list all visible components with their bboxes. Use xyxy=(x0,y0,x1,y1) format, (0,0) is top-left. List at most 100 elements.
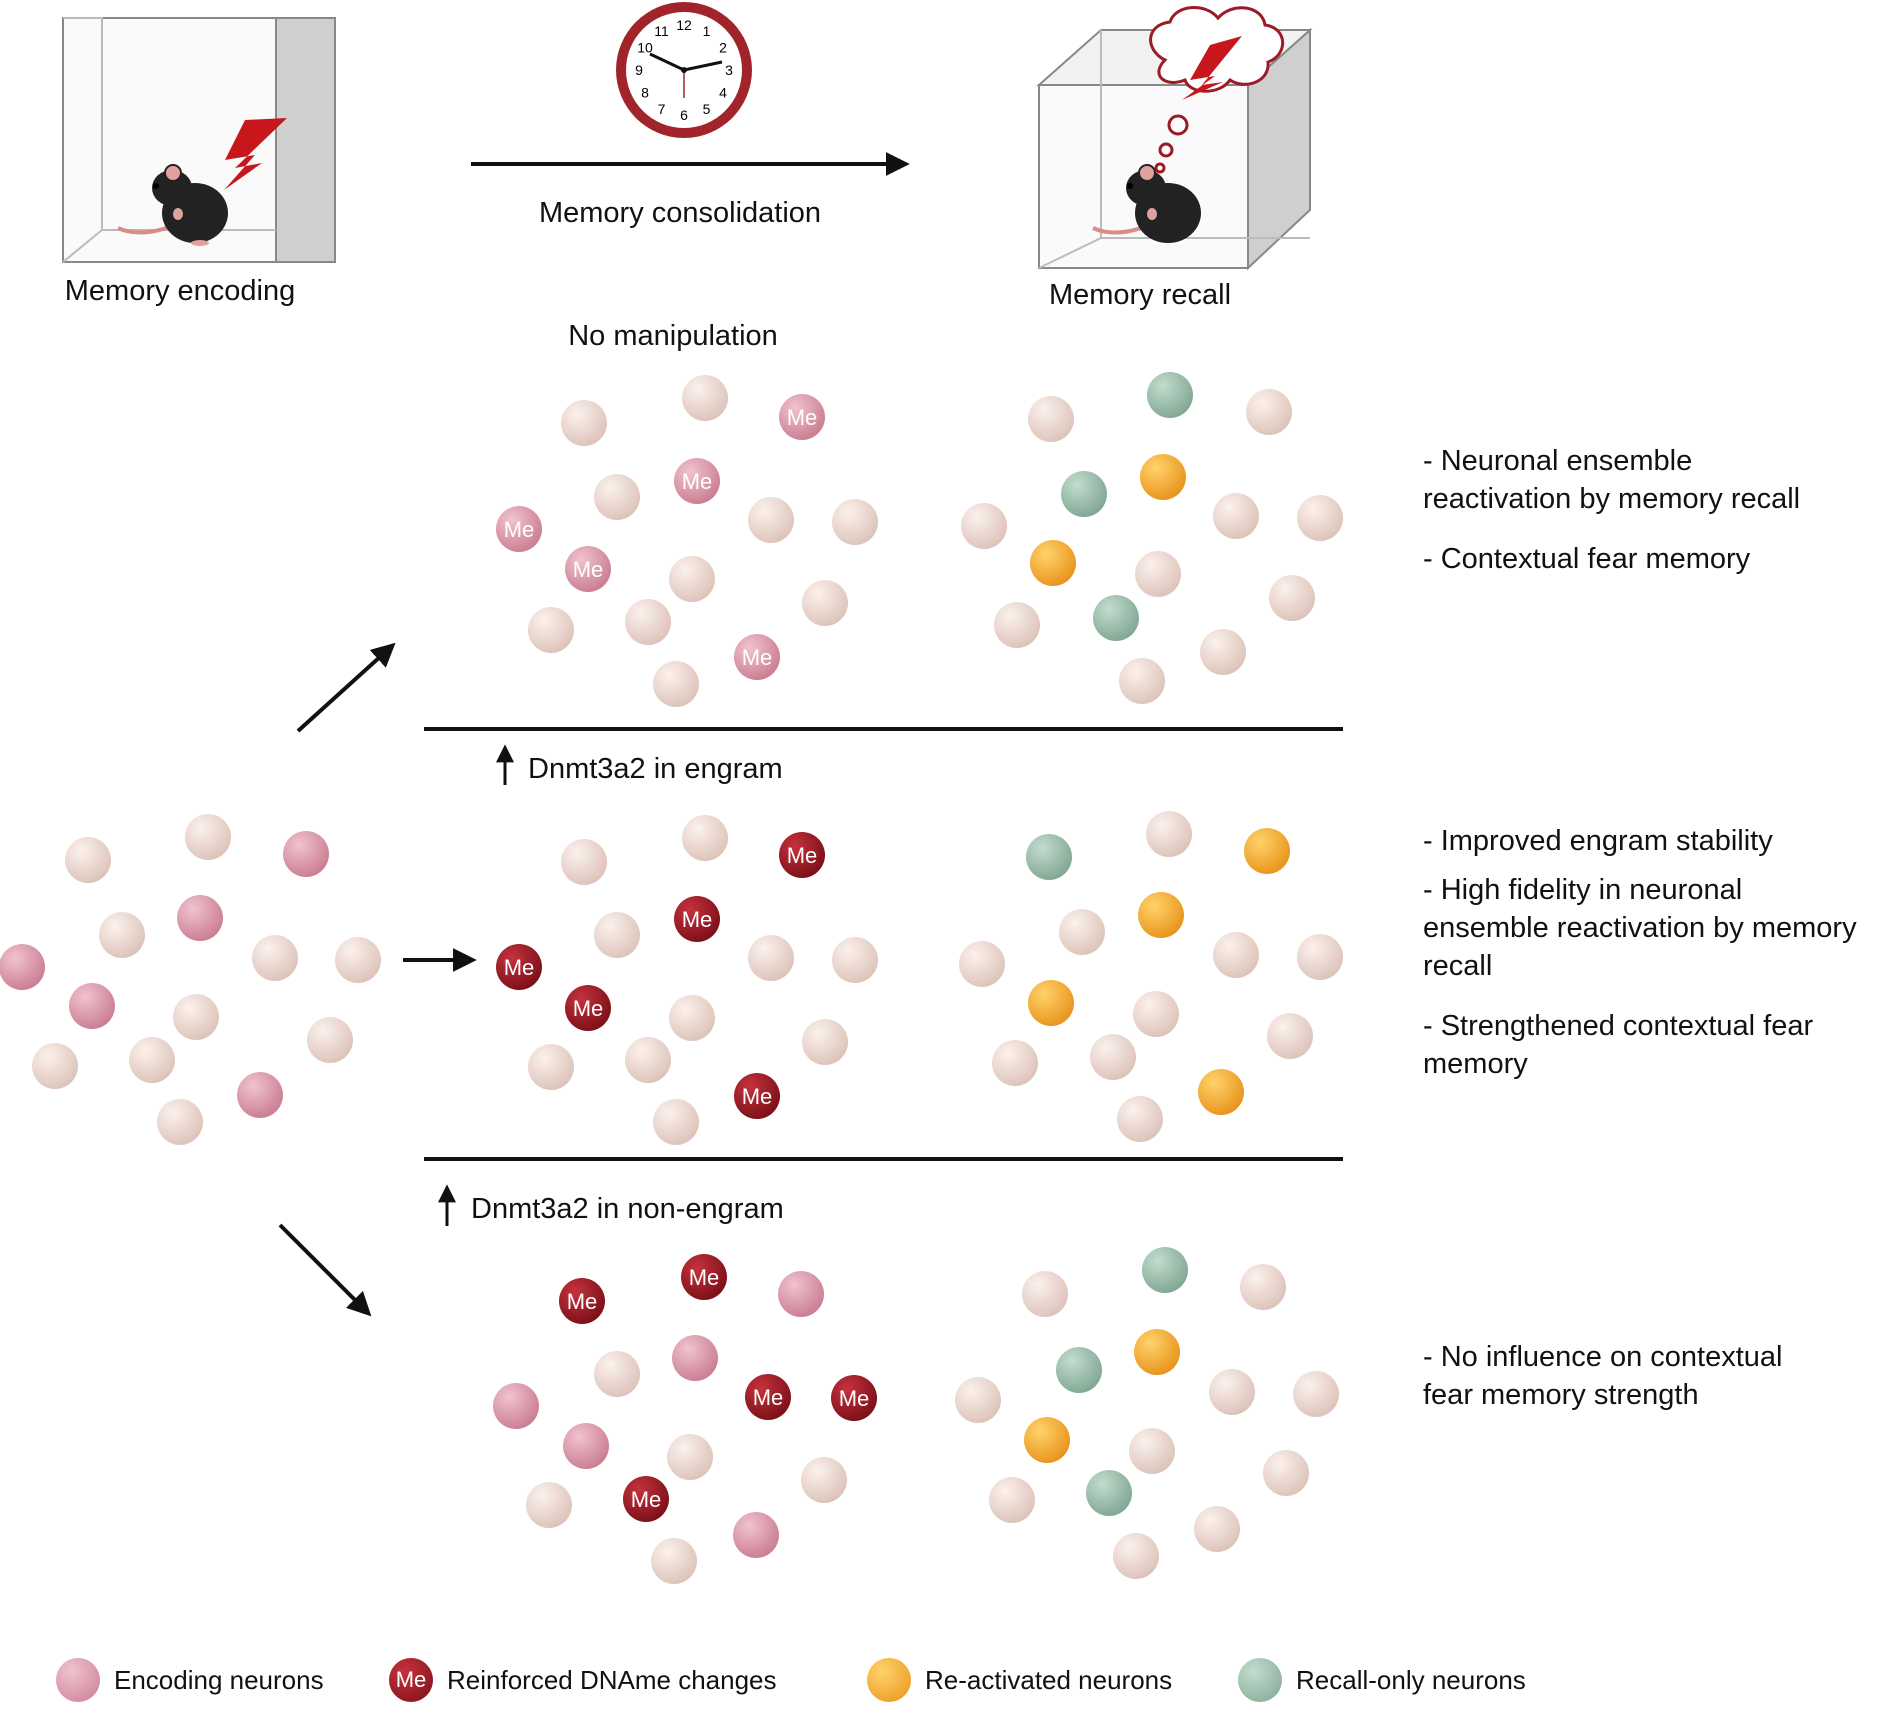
encoding-neuron xyxy=(177,895,223,941)
neuron xyxy=(1269,575,1315,621)
neuron xyxy=(682,375,728,421)
clock-number: 9 xyxy=(635,62,643,78)
neuron xyxy=(594,474,640,520)
me-mark: Me xyxy=(631,1487,662,1512)
neuron xyxy=(594,912,640,958)
neuron xyxy=(1246,389,1292,435)
note-contextual-fear: - Contextual fear memory xyxy=(1423,543,1751,575)
non-engram-label: Dnmt3a2 in non-engram xyxy=(471,1193,784,1225)
neuron xyxy=(307,1017,353,1063)
neuron xyxy=(748,497,794,543)
neuron xyxy=(1263,1450,1309,1496)
clock-number: 11 xyxy=(654,23,669,39)
neuron xyxy=(625,1037,671,1083)
neuron xyxy=(561,400,607,446)
recall-shock-icon xyxy=(1182,36,1242,100)
encoding-shock-icon xyxy=(224,118,287,190)
me-mark: Me xyxy=(787,405,818,430)
neuron xyxy=(1213,493,1259,539)
neuron xyxy=(1146,811,1192,857)
neuron xyxy=(625,599,671,645)
neuron xyxy=(1293,1371,1339,1417)
neuron xyxy=(1135,551,1181,597)
neuron xyxy=(1297,934,1343,980)
recall-only-neuron xyxy=(1061,471,1107,517)
encoding-neuron-me xyxy=(565,546,611,592)
recall-mouse xyxy=(1092,164,1201,243)
legend-dname: Me Reinforced DNAme changes xyxy=(389,1658,777,1702)
encoding-mouse xyxy=(117,164,228,246)
memory-recall-label: Memory recall xyxy=(1048,279,1232,311)
encoding-cage xyxy=(62,17,336,263)
neuron xyxy=(669,995,715,1041)
engram-label: Dnmt3a2 in engram xyxy=(528,753,783,785)
neuron xyxy=(1213,932,1259,978)
dname-neuron xyxy=(565,985,611,1031)
neuron xyxy=(961,503,1007,549)
dname-neuron xyxy=(496,944,542,990)
me-mark: Me xyxy=(787,843,818,868)
dname-neuron xyxy=(831,1375,877,1421)
encoding-neuron xyxy=(283,831,329,877)
reactivated-neuron xyxy=(1028,980,1074,1026)
me-mark: Me xyxy=(504,955,535,980)
encoding-neuron xyxy=(69,983,115,1029)
recall-only-neuron xyxy=(1026,834,1072,880)
reactivated-neuron xyxy=(1030,540,1076,586)
legend-encoding-label: Encoding neurons xyxy=(114,1664,324,1695)
neuron xyxy=(651,1538,697,1584)
reactivated-neuron xyxy=(1134,1329,1180,1375)
note-strengthened: - Strengthened contextual fear memory xyxy=(1423,1010,1814,1080)
reactivated-neuron xyxy=(1198,1069,1244,1115)
legend-reactivated-label: Re-activated neurons xyxy=(925,1664,1173,1695)
clock-number: 1 xyxy=(703,23,711,39)
neuron xyxy=(992,1040,1038,1086)
neuron xyxy=(528,1044,574,1090)
me-mark: Me xyxy=(682,907,713,932)
recall-only-neuron xyxy=(1142,1247,1188,1293)
reactivated-neuron xyxy=(1024,1417,1070,1463)
notes-no-manipulation: - Neuronal ensemble reactivation by memo… xyxy=(1423,442,1893,578)
neuron xyxy=(1194,1506,1240,1552)
encoding-neuron-me xyxy=(674,458,720,504)
neuron xyxy=(802,580,848,626)
recall-only-neuron xyxy=(1086,1470,1132,1516)
encoding-neuron-me xyxy=(734,634,780,680)
neuron xyxy=(1028,396,1074,442)
clock-number: 5 xyxy=(703,101,711,117)
neuron xyxy=(528,607,574,653)
note-ensemble-reactivation: - Neuronal ensemble reactivation by memo… xyxy=(1423,445,1801,515)
neuron xyxy=(1022,1271,1068,1317)
neuron xyxy=(335,937,381,983)
clock-number: 7 xyxy=(658,101,666,117)
notes-non-engram: - No influence on contextual fear memory… xyxy=(1423,1338,1893,1414)
me-mark: Me xyxy=(573,557,604,582)
legend-recall-only: Recall-only neurons xyxy=(1238,1658,1526,1702)
encoding-neuron xyxy=(237,1072,283,1118)
memory-encoding-label: Memory encoding xyxy=(64,275,296,307)
legend-dname-label: Reinforced DNAme changes xyxy=(447,1664,777,1695)
legend-reactivated: Re-activated neurons xyxy=(867,1658,1172,1702)
neuron xyxy=(1059,909,1105,955)
dname-neuron xyxy=(674,896,720,942)
dname-neuron xyxy=(681,1254,727,1300)
me-mark: Me xyxy=(504,517,535,542)
note-high-fidelity: - High fidelity in neuronal ensemble rea… xyxy=(1423,874,1857,982)
neuron xyxy=(669,556,715,602)
dname-neuron xyxy=(745,1374,791,1420)
neuron xyxy=(1129,1428,1175,1474)
neuron xyxy=(667,1434,713,1480)
encoding-neuron-me xyxy=(496,506,542,552)
no-manipulation-label: No manipulation xyxy=(568,320,778,352)
clock-number: 3 xyxy=(725,62,733,78)
neuron xyxy=(561,839,607,885)
neuron xyxy=(594,1351,640,1397)
reactivated-neuron xyxy=(1138,892,1184,938)
neuron xyxy=(252,935,298,981)
reactivated-neuron xyxy=(1244,828,1290,874)
clock-number: 8 xyxy=(641,85,649,101)
legend-recall-only-label: Recall-only neurons xyxy=(1296,1664,1526,1695)
